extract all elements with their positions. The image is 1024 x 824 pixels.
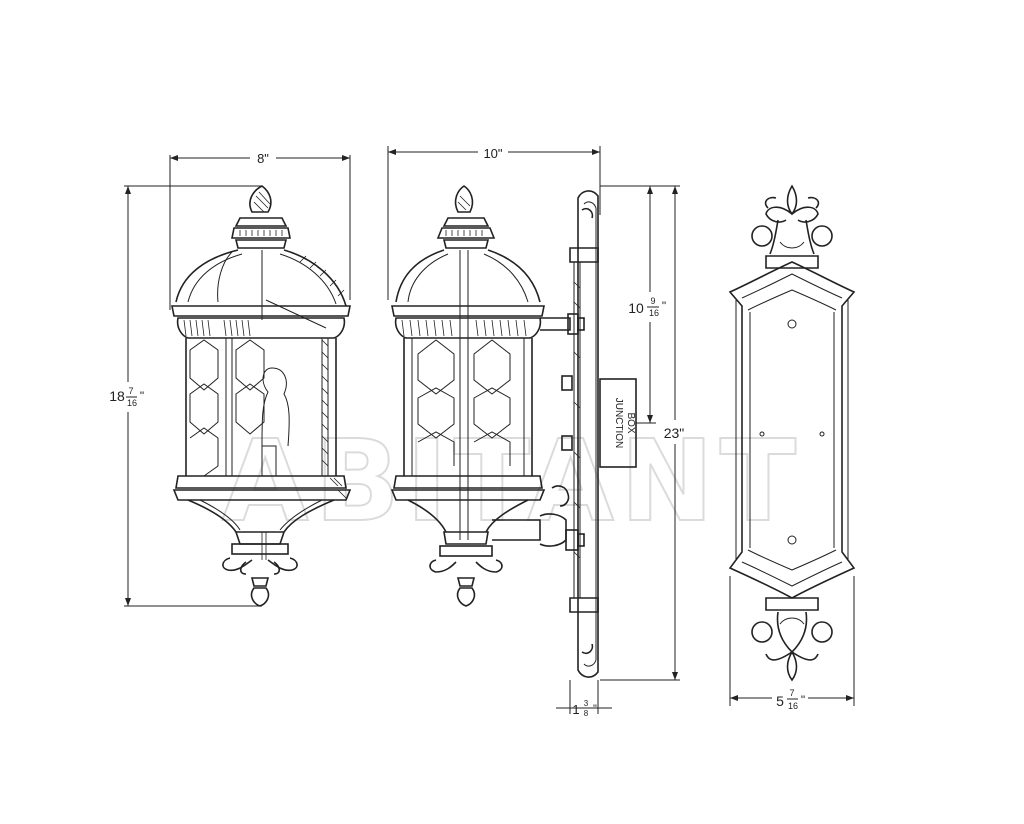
backplate-view: 5 7 16 " [728, 184, 856, 711]
front-width-dimension: 8" [169, 151, 351, 310]
front-width-label: 8" [257, 151, 269, 166]
backplate-width-num: 7 [789, 688, 794, 698]
backplate-depth-dimension: 1 3 8 " [556, 680, 612, 718]
junction-box-label-line1: JUNCTION [613, 398, 624, 449]
front-view-lantern: 8" 18 7 16 " [109, 151, 352, 607]
backplate-depth-num: 3 [584, 699, 589, 708]
side-height-whole: 10 [628, 300, 644, 316]
backplate-width-whole: 5 [776, 693, 784, 709]
backplate-depth-whole: 1 [572, 702, 579, 717]
overall-height-label: 23" [664, 425, 685, 441]
backplate-width-den: 16 [788, 701, 798, 711]
front-height-dimension: 18 7 16 " [109, 185, 262, 607]
overall-height-dimension: 23" [600, 186, 685, 681]
front-height-unit: " [140, 389, 144, 403]
side-width-label: 10" [483, 146, 502, 161]
watermark: ABITANT [222, 417, 802, 547]
junction-box-label-line2: BOX [625, 412, 636, 433]
front-height-den: 16 [127, 398, 137, 408]
side-width-dimension: 10" [387, 146, 601, 300]
side-view-lantern: 10 " [387, 146, 685, 718]
side-height-unit: " [662, 299, 666, 313]
side-height-num: 9 [650, 296, 655, 306]
backplate-depth-den: 8 [584, 709, 589, 718]
side-height-dimension: 10 9 16 " [600, 185, 680, 424]
backplate-width-dimension: 5 7 16 " [729, 576, 855, 711]
backplate-width-unit: " [801, 693, 805, 707]
backplate-depth-unit: " [593, 703, 597, 715]
side-height-den: 16 [649, 308, 659, 318]
front-height-whole: 18 [109, 388, 125, 404]
front-height-num: 7 [128, 386, 133, 396]
